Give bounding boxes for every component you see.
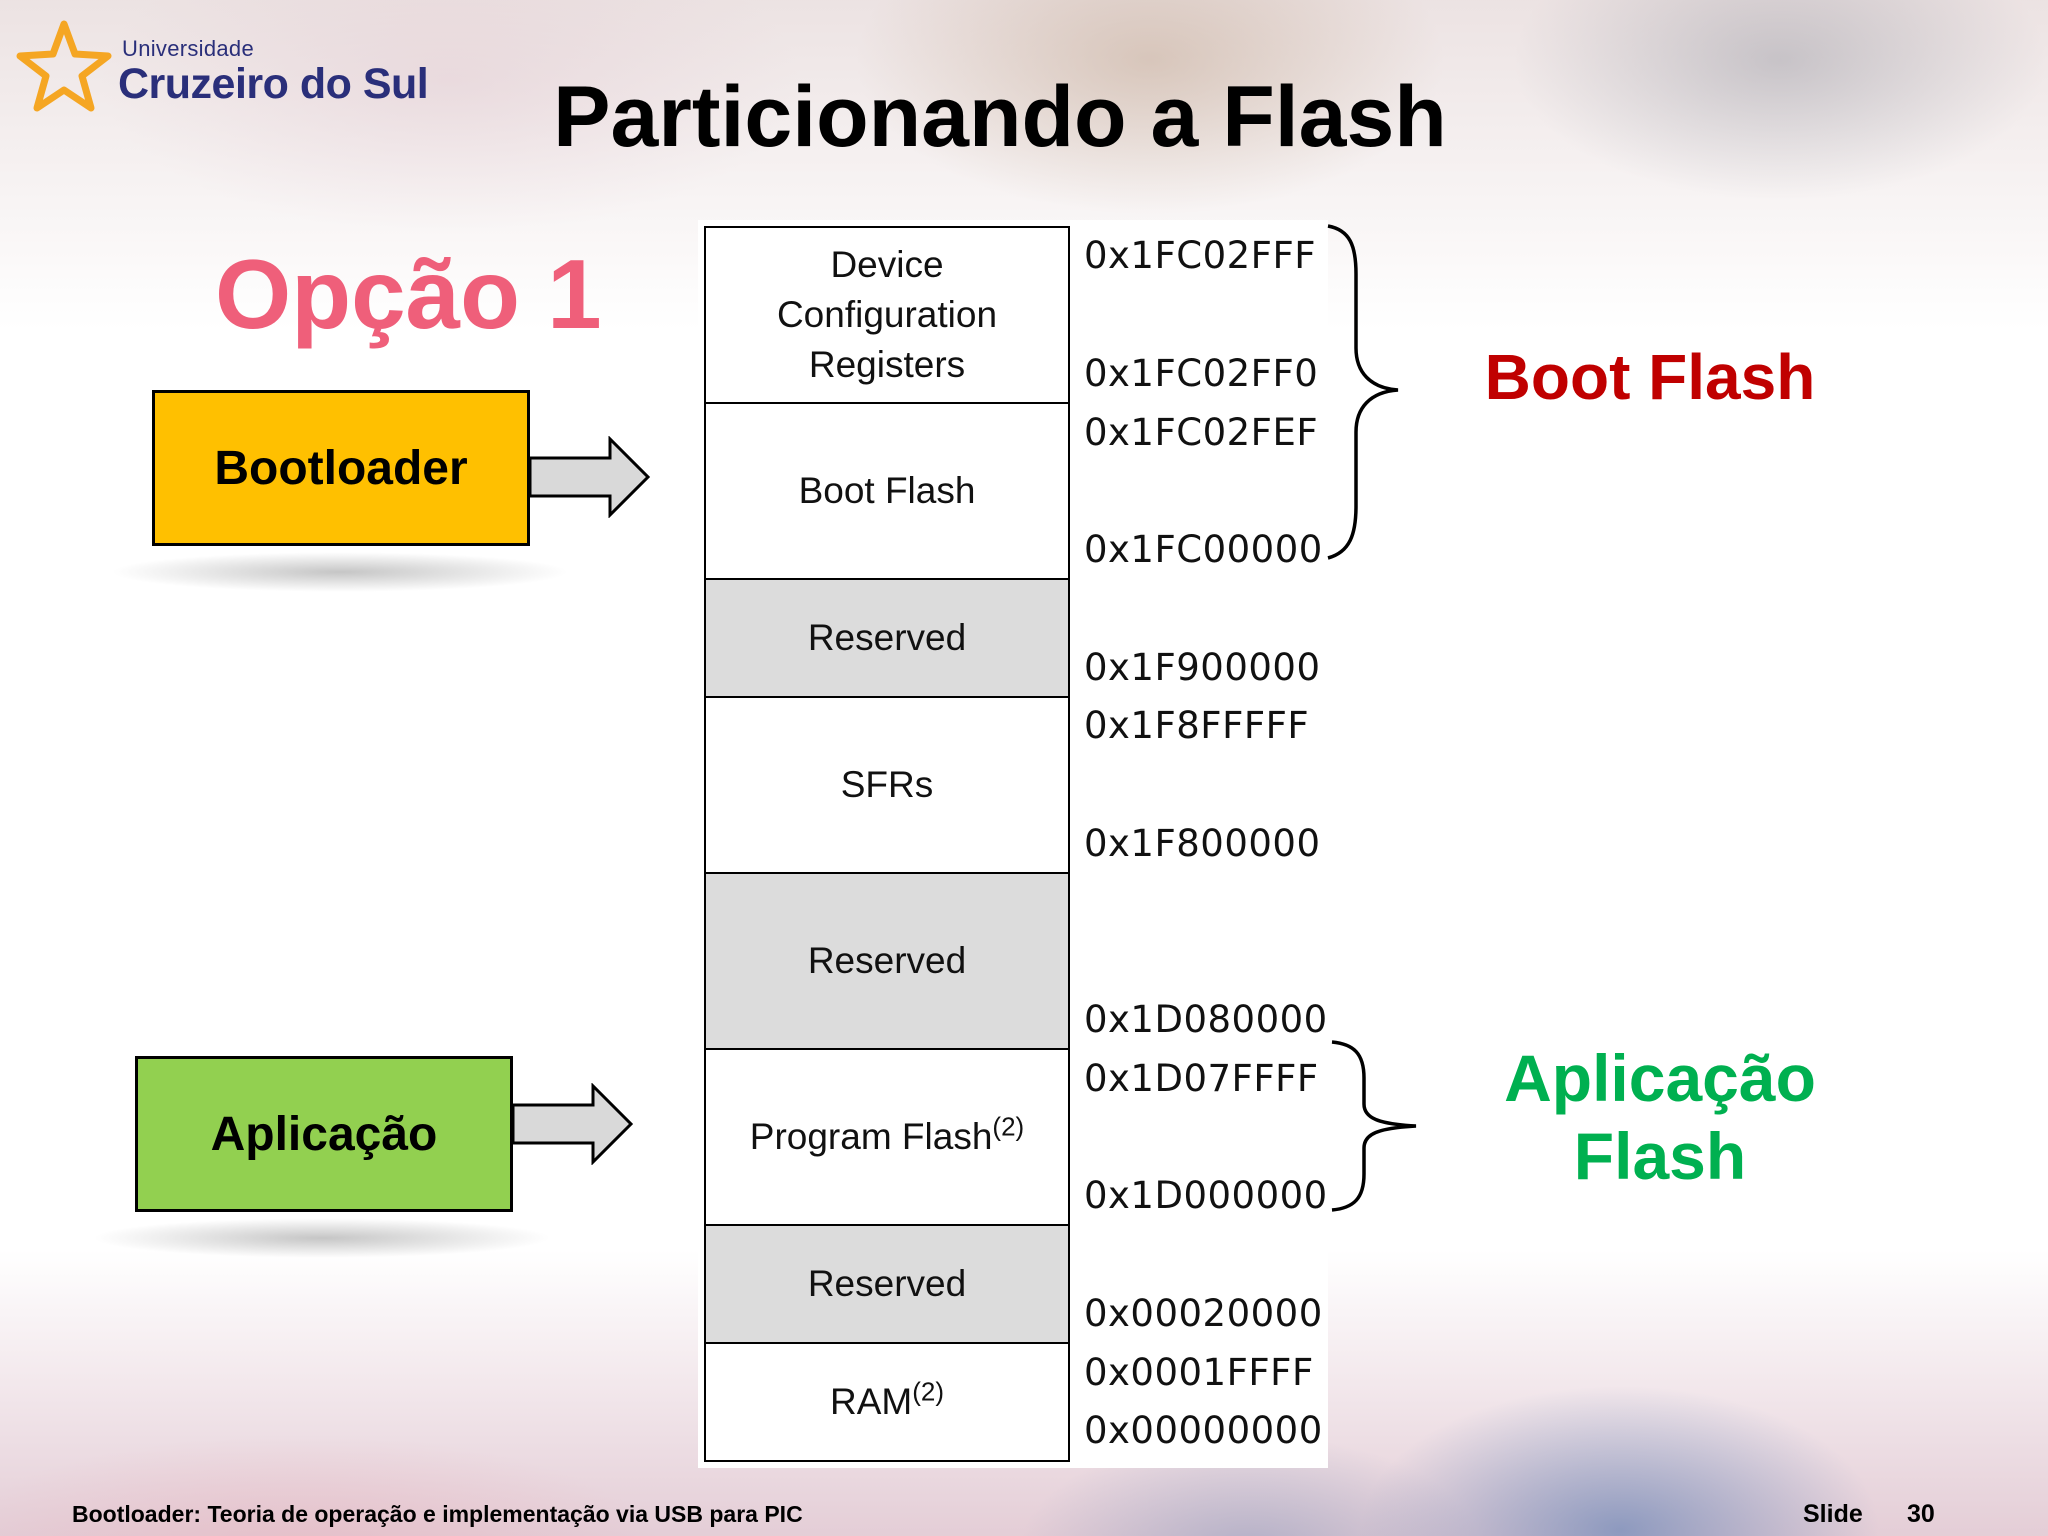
logo-line-1: Universidade <box>122 36 255 61</box>
aplicacao-box-shadow <box>92 1218 552 1258</box>
address-label: 0x00020000 <box>1084 1292 1323 1335</box>
aplicacao-arrow-icon <box>511 1083 634 1165</box>
star-icon <box>16 20 112 112</box>
address-label: 0x1F800000 <box>1084 822 1321 865</box>
segment-device-config-line-2: Configuration <box>776 294 998 336</box>
segment-reserved-1: Reserved <box>706 580 1068 698</box>
segment-reserved-2: Reserved <box>706 874 1068 1050</box>
university-logo: Universidade Cruzeiro do Sul <box>14 16 434 116</box>
aplicacao-flash-line-2: Flash <box>1573 1118 1747 1193</box>
bootloader-box-shadow <box>110 552 570 592</box>
segment-ram: RAM(2) <box>706 1344 1068 1460</box>
address-label: 0x1FC00000 <box>1084 528 1323 571</box>
aplicacao-flash-line-1: Aplicação <box>1504 1041 1816 1115</box>
segment-program-flash: Program Flash(2) <box>706 1050 1068 1226</box>
segment-reserved-1-label: Reserved <box>807 617 967 659</box>
aplicacao-box: Aplicação <box>135 1056 513 1212</box>
address-label: 0x00000000 <box>1084 1409 1323 1452</box>
address-label: 0x1D080000 <box>1084 998 1328 1041</box>
address-label: 0x1FC02FF0 <box>1084 352 1319 395</box>
address-label: 0x1F900000 <box>1084 646 1321 689</box>
segment-program-flash-note: (2) <box>992 1111 1025 1142</box>
logo-line-2: Cruzeiro do Sul <box>118 60 429 108</box>
segment-device-config-line-3: Registers <box>808 343 966 385</box>
option-label: Opção 1 <box>215 239 602 349</box>
segment-boot-flash: Boot Flash <box>706 404 1068 580</box>
segment-device-config: Device Configuration Registers <box>706 228 1068 404</box>
segment-ram-note: (2) <box>912 1376 944 1407</box>
aplicacao-flash-brace-icon <box>1331 1040 1417 1212</box>
address-label: 0x1F8FFFFF <box>1084 704 1310 747</box>
segment-reserved-3-label: Reserved <box>807 1263 967 1305</box>
footer-course-title: Bootloader: Teoria de operação e impleme… <box>72 1501 803 1527</box>
segment-boot-flash-label: Boot Flash <box>798 470 976 512</box>
bootloader-box: Bootloader <box>152 390 530 546</box>
footer-slide-label: Slide <box>1803 1500 1863 1528</box>
segment-reserved-2-label: Reserved <box>807 940 967 982</box>
address-label: 0x1FC02FEF <box>1084 411 1319 454</box>
boot-flash-region-label: Boot Flash <box>1484 341 1816 413</box>
segment-device-config-line-1: Device <box>830 244 944 286</box>
slide-title: Particionando a Flash <box>553 69 1447 165</box>
aplicacao-box-label: Aplicação <box>210 1107 438 1161</box>
boot-flash-brace-icon <box>1327 224 1399 560</box>
bootloader-arrow-icon <box>528 436 651 518</box>
address-label: 0x1FC02FFF <box>1084 234 1317 277</box>
address-label: 0x0001FFFF <box>1084 1351 1314 1394</box>
segment-sfrs: SFRs <box>706 698 1068 874</box>
bootloader-box-label: Bootloader <box>214 441 468 495</box>
memory-map-table: Device Configuration Registers Boot Flas… <box>704 226 1070 1462</box>
aplicacao-flash-region-label: Aplicação Flash <box>1480 1040 1840 1196</box>
segment-program-flash-label: Program Flash <box>749 1116 993 1158</box>
segment-ram-label: RAM <box>829 1381 913 1423</box>
footer-slide-number: 30 <box>1907 1500 1935 1528</box>
segment-sfrs-label: SFRs <box>840 764 934 806</box>
address-label: 0x1D000000 <box>1084 1174 1328 1217</box>
segment-reserved-3: Reserved <box>706 1226 1068 1344</box>
address-label: 0x1D07FFFF <box>1084 1057 1319 1100</box>
